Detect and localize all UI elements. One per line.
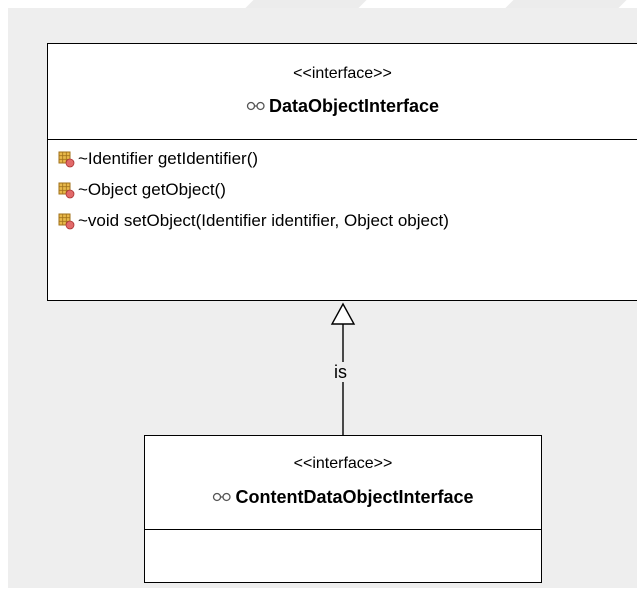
relationship-label: is xyxy=(333,362,348,382)
compartment-divider xyxy=(145,529,541,530)
package-method-icon xyxy=(58,151,75,168)
stereotype-label: <<interface>> xyxy=(293,455,393,472)
interface-name: DataObjectInterface xyxy=(268,96,440,116)
compartment-divider xyxy=(48,139,637,140)
interface-box-dataobjectinterface[interactable]: <<interface>> DataObjectInterface xyxy=(47,43,637,301)
operation-label: ~Object getObject() xyxy=(78,180,226,199)
package-method-icon xyxy=(58,182,75,199)
operation-row[interactable]: ~Identifier getIdentifier() xyxy=(58,148,258,170)
operation-row[interactable]: ~void setObject(Identifier identifier, O… xyxy=(58,210,449,232)
operation-row[interactable]: ~Object getObject() xyxy=(58,179,226,201)
interface-lollipop-icon xyxy=(246,95,266,116)
stereotype-label: <<interface>> xyxy=(293,65,392,82)
interface-name-row: ContentDataObjectInterface xyxy=(145,487,541,508)
operation-label: ~Identifier getIdentifier() xyxy=(78,149,259,168)
operation-label: ~void setObject(Identifier identifier, O… xyxy=(78,211,449,230)
diagram-panel: <<interface>> DataObjectInterface xyxy=(8,8,637,588)
package-method-icon xyxy=(58,213,75,230)
interface-name: ContentDataObjectInterface xyxy=(235,487,474,507)
generalization-arrowhead xyxy=(330,302,356,325)
interface-lollipop-icon xyxy=(212,486,232,507)
interface-name-row: DataObjectInterface xyxy=(48,96,637,117)
interface-box-contentdataobjectinterface[interactable]: <<interface>> ContentDataObjectInterface xyxy=(144,435,542,583)
